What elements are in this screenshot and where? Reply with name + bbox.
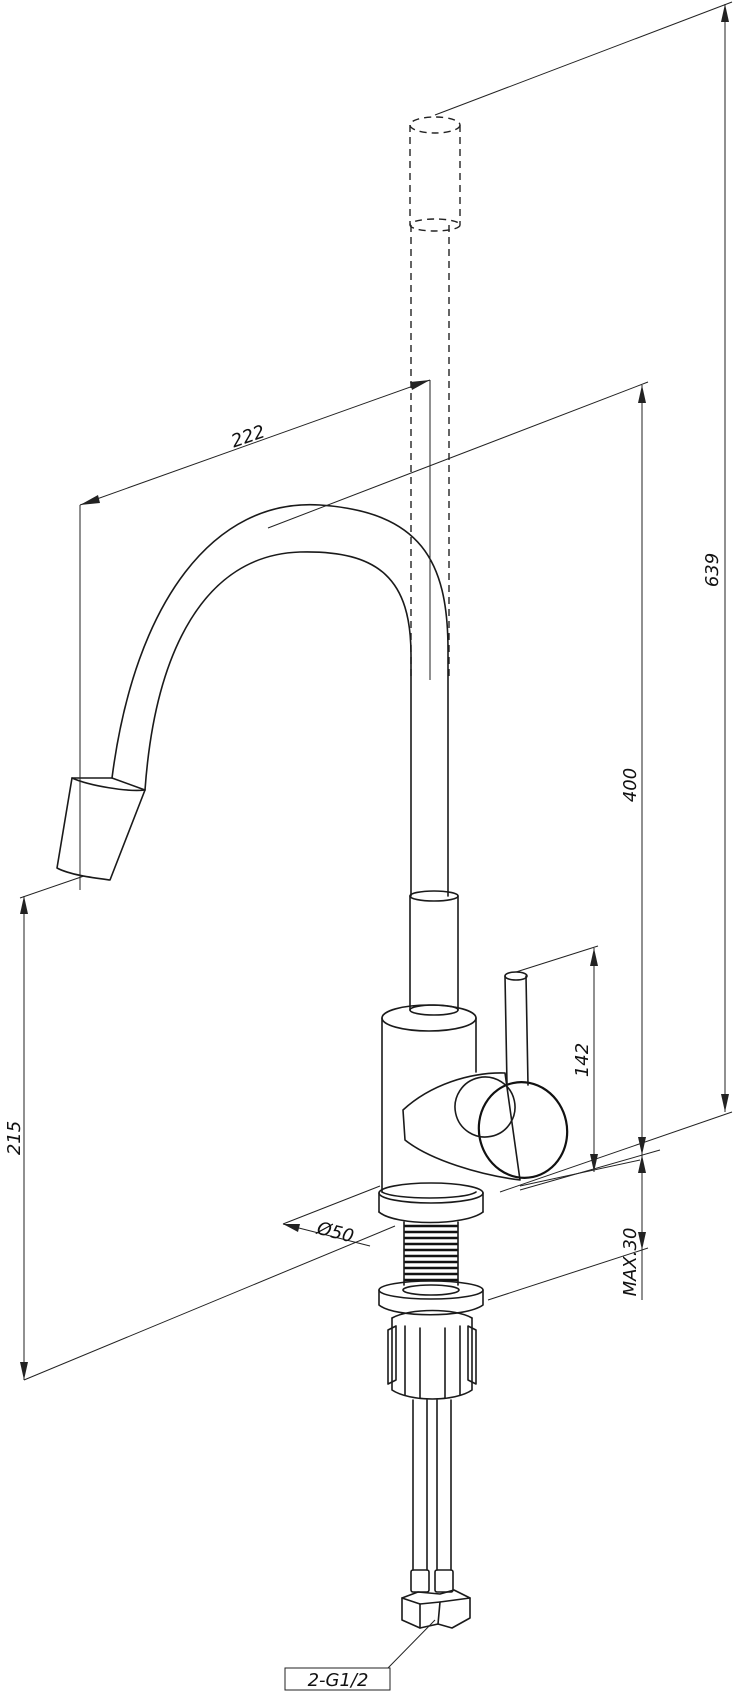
faucet-outline [56,116,569,1629]
mounting-washer [378,1280,484,1316]
base-ring [378,1182,484,1224]
dim-lever-height: 142 [572,1043,593,1077]
dim-total-height: 639 [702,553,723,587]
dim-outlet-clearance: 215 [4,1121,25,1155]
dimension-lines [19,1,733,1691]
threaded-shank [403,1221,459,1286]
dim-base-diameter: Ø50 [314,1218,356,1248]
dimension-labels: 639 222 400 142 215 Ø50 MAX.30 2-G1/2 [4,421,723,1691]
handle [402,971,569,1181]
dim-spout-reach: 222 [229,421,268,452]
lock-nut [387,1309,477,1400]
spout-curved [56,503,449,897]
cartridge-housing [381,1004,477,1199]
dim-max-thickness: MAX.30 [620,1228,641,1297]
dim-connection-thread: 2-G1/2 [308,1670,369,1691]
spout-upright-dashed [409,116,461,680]
spout-neck [409,890,459,1016]
dim-spout-height: 400 [620,768,641,802]
supply-hoses [401,1399,471,1629]
